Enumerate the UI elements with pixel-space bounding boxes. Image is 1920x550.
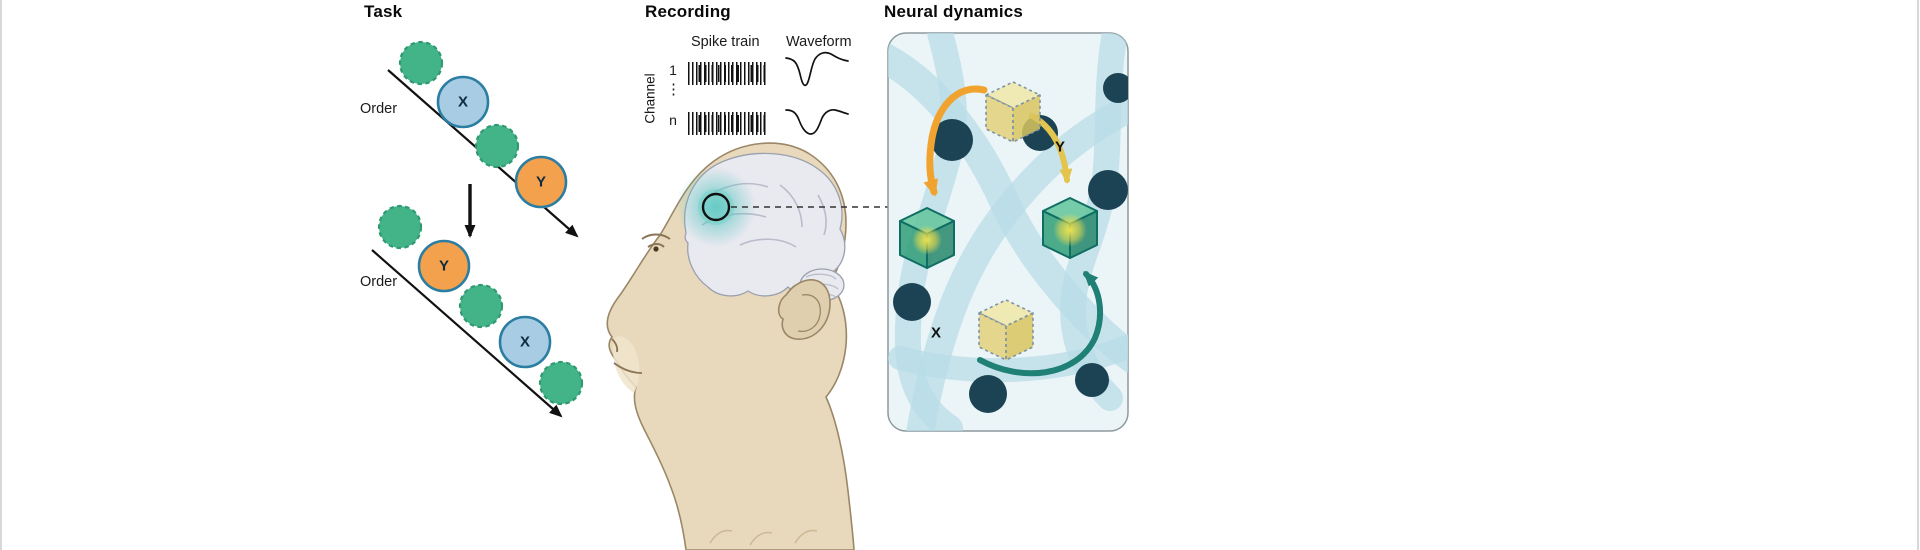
order-label-2: Order xyxy=(360,274,398,290)
network-node xyxy=(1103,73,1128,103)
spike-train-channel-n xyxy=(688,112,766,135)
page-edge-right xyxy=(1917,0,1919,550)
waveform-channel-1 xyxy=(785,51,849,87)
cube-glow xyxy=(1053,213,1087,247)
cube-label-y: Y xyxy=(1054,138,1066,156)
transition-arrow-orange xyxy=(923,85,988,197)
task-item-x-circle xyxy=(498,315,552,369)
neural-panel-title: Neural dynamics xyxy=(884,2,1024,21)
distractor-circle xyxy=(474,123,520,169)
page-edge-left xyxy=(0,0,2,550)
waveforms xyxy=(785,51,849,135)
monkey-fur xyxy=(709,529,818,546)
distractor-circle xyxy=(398,40,444,86)
monkey-face xyxy=(611,233,671,374)
monkey-ear xyxy=(777,279,831,340)
monkey-muzzle xyxy=(612,336,640,393)
state-cube-y xyxy=(985,81,1041,143)
network-node xyxy=(1075,363,1109,397)
channel-first-label: 1 xyxy=(669,62,677,78)
task-item-x-circle xyxy=(436,75,490,129)
task-diagram xyxy=(371,40,584,418)
recording-site-marker xyxy=(701,192,731,222)
order-label-1: Order xyxy=(360,101,398,117)
item-letter-x: X xyxy=(519,333,531,351)
network-node xyxy=(969,375,1007,413)
distractor-circle xyxy=(377,204,423,250)
recording-panel-title: Recording xyxy=(645,2,731,21)
item-letter-y: Y xyxy=(438,257,450,275)
network-node xyxy=(1088,170,1128,210)
channel-ellipsis: ⋮ xyxy=(666,81,681,98)
network-node xyxy=(893,283,931,321)
waveform-channel-n xyxy=(785,108,849,135)
waveform-label: Waveform xyxy=(786,34,852,50)
task-panel-title: Task xyxy=(364,2,403,21)
monkey-eye xyxy=(653,246,659,252)
cube-glow xyxy=(912,225,942,255)
monkey-illustration xyxy=(606,142,888,550)
network-nodes xyxy=(893,73,1128,413)
recording-site-glow xyxy=(676,167,756,247)
distractor-circle xyxy=(458,283,504,329)
channel-last-label: n xyxy=(669,112,677,128)
transition-arrow-teal xyxy=(977,271,1103,377)
network-node xyxy=(931,119,973,161)
task-item-y-circle xyxy=(514,155,568,209)
state-cube-x xyxy=(978,299,1034,361)
channel-axis-label: Channel xyxy=(642,73,658,124)
cube-label-x: X xyxy=(930,324,942,342)
item-letter-x: X xyxy=(457,93,469,111)
neural-dynamics-diagram xyxy=(887,32,1129,432)
spike-train-label: Spike train xyxy=(691,34,760,50)
item-letter-y: Y xyxy=(535,173,547,191)
monkey-ear-inner xyxy=(797,294,821,333)
spike-train-channel-1 xyxy=(688,62,766,85)
task-item-y-circle xyxy=(417,239,471,293)
task-sequence-2-arrow xyxy=(371,249,563,418)
distractor-circle xyxy=(538,360,584,406)
